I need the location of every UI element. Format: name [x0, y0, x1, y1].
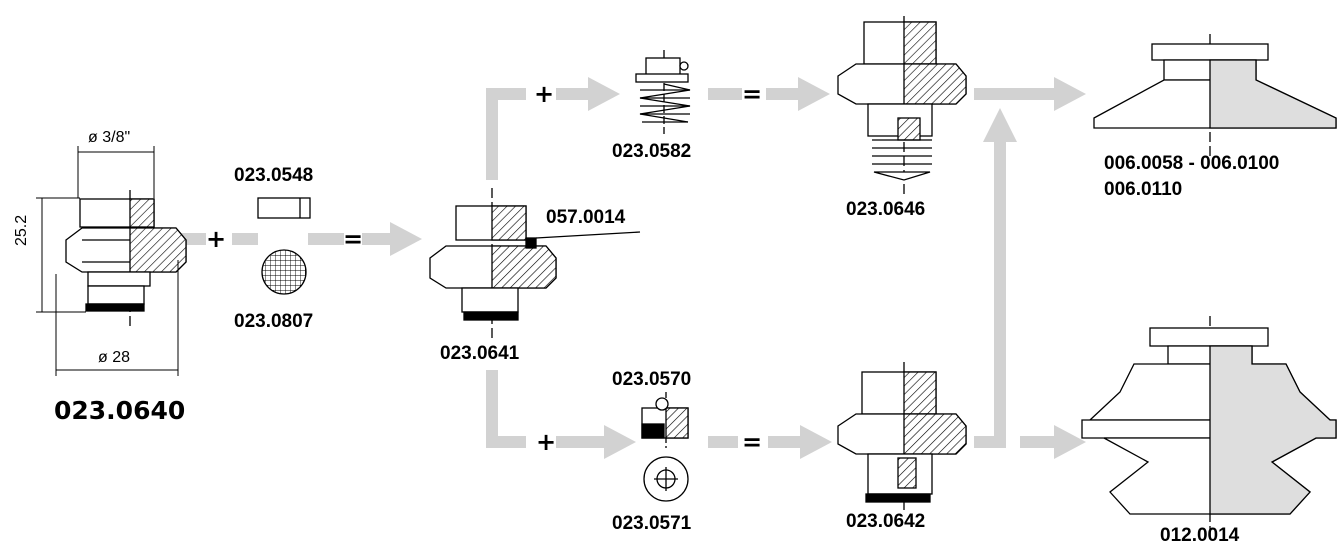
arrow-head: [604, 425, 636, 459]
arrow-segment: [708, 88, 742, 100]
arrow-head: [1054, 77, 1086, 111]
part-label-023-0641: 023.0641: [440, 343, 520, 364]
arrow-head: [588, 77, 620, 111]
part-023-0646-drawing: [837, 16, 967, 196]
part-label-023-0640: 023.0640: [54, 396, 186, 425]
arrow-segment: [486, 88, 498, 180]
arrow-head: [390, 222, 422, 256]
part-label-012-0014: 012.0014: [1160, 525, 1240, 546]
plus-sign: +: [536, 428, 557, 456]
part-label-023-0548: 023.0548: [234, 165, 314, 186]
arrow-segment: [556, 88, 590, 100]
suction-cup-bellows-drawing: [1081, 316, 1337, 540]
arrow-segment: [486, 370, 498, 448]
flow-arrows: [176, 77, 1086, 459]
height-dimension: 25.2: [13, 214, 30, 246]
suction-cup-flat-drawing: [1093, 34, 1337, 156]
arrow-segment: [768, 436, 802, 448]
plus-sign: +: [206, 225, 227, 253]
diameter-dimension: ø 28: [98, 349, 131, 366]
arrow-head: [983, 108, 1017, 142]
part-label-006-0110: 006.0110: [1104, 179, 1183, 200]
dimension-lines-0640: [36, 146, 179, 376]
part-023-0570-drawing: [641, 392, 689, 448]
arrow-segment: [708, 436, 738, 448]
part-023-0641-drawing: [429, 188, 641, 340]
arrow-segment: [556, 436, 606, 448]
part-023-0807-drawing: [261, 249, 307, 295]
part-label-057-0014: 057.0014: [546, 207, 626, 228]
arrow-segment: [994, 140, 1006, 448]
arrow-head: [800, 425, 832, 459]
arrow-segment: [308, 233, 344, 245]
arrow-head: [1054, 425, 1086, 459]
part-label-023-0570: 023.0570: [612, 369, 692, 390]
part-label-023-0646: 023.0646: [846, 199, 926, 220]
part-label-023-0642: 023.0642: [846, 511, 926, 532]
part-023-0548-drawing: [257, 197, 311, 219]
part-label-023-0582: 023.0582: [612, 141, 692, 162]
part-023-0642-drawing: [837, 362, 967, 510]
part-023-0582-drawing: [635, 50, 691, 134]
arrow-segment: [974, 88, 1056, 100]
arrow-head: [798, 77, 830, 111]
equals-sign: =: [343, 225, 364, 253]
arrow-segment: [486, 88, 526, 100]
plus-sign: +: [534, 80, 555, 108]
part-label-023-0571: 023.0571: [612, 513, 692, 534]
part-label-023-0807: 023.0807: [234, 311, 314, 332]
part-023-0640-drawing: [65, 190, 187, 330]
arrow-segment: [1020, 436, 1056, 448]
arrow-segment: [486, 436, 526, 448]
thread-dimension: ø 3/8": [88, 129, 131, 146]
equals-sign: =: [742, 80, 763, 108]
equals-sign: =: [742, 428, 763, 456]
arrow-segment: [362, 233, 392, 245]
arrow-segment: [232, 233, 258, 245]
part-023-0571-drawing: [643, 456, 689, 502]
arrow-segment: [766, 88, 800, 100]
part-label-006-0058-range: 006.0058 - 006.0100: [1104, 153, 1280, 174]
